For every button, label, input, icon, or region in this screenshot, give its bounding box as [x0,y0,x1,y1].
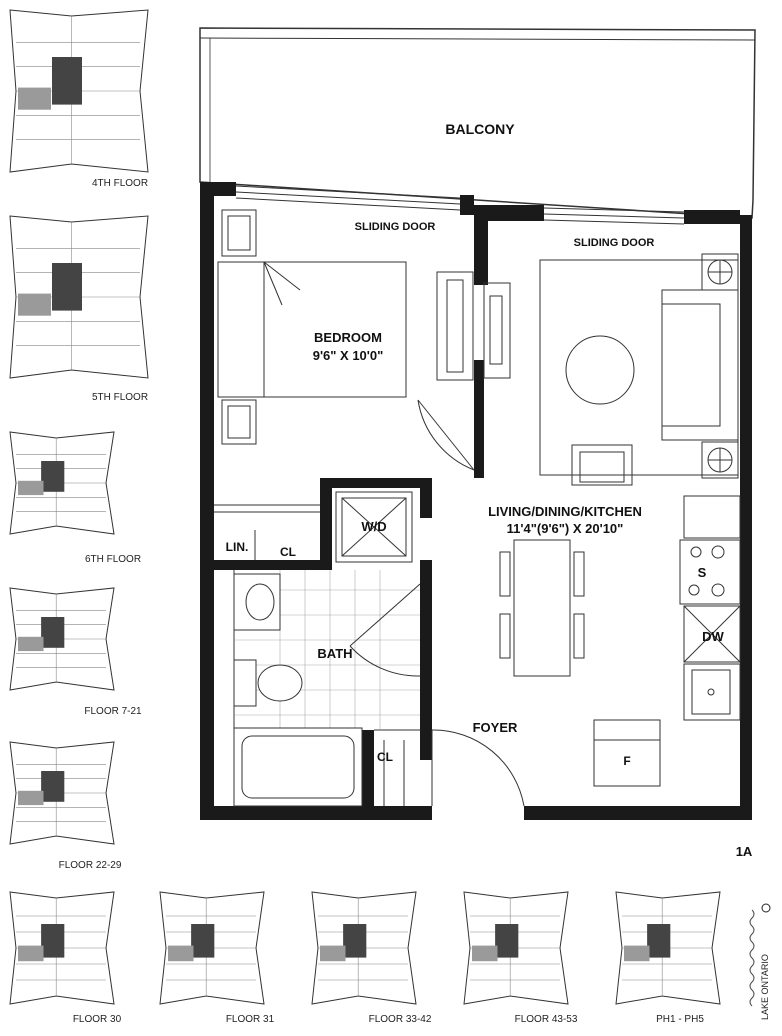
key-plan-label: 5TH FLOOR [92,392,148,403]
balcony [199,27,756,219]
armchair [571,444,633,486]
key-plan-label: PH1 - PH5 [656,1014,704,1025]
nightstand-bottom [221,399,257,445]
sliding-door-label: SLIDING DOOR [574,237,655,249]
bath-door [349,583,421,677]
key-plan-label: FLOOR 7-21 [84,706,142,717]
washer-dryer [335,491,413,563]
living-dimensions: 11'4"(9'6") X 20'10" [507,521,624,536]
unit-code: 1A [736,844,753,859]
sliding-door-label: SLIDING DOOR [355,221,436,233]
lamp-bottom [701,441,739,479]
fridge-label: F [623,754,630,768]
key-plan: FLOOR 22-29 [9,741,122,871]
key-plan: FLOOR 31 [159,891,275,1025]
nightstand-top [221,209,257,257]
key-plan: FLOOR 30 [9,891,122,1025]
living-label: LIVING/DINING/KITCHEN [488,504,642,519]
closet-label: CL [280,545,296,559]
key-plan-label: FLOOR 30 [73,1014,122,1025]
key-plan-label: 6TH FLOOR [85,554,141,565]
key-plan: 4TH FLOOR [9,9,149,189]
key-plan-label: FLOOR 33-42 [369,1014,432,1025]
bedroom-door [417,399,475,471]
kitchen-counter [593,495,741,787]
tv-unit [483,282,511,379]
interior-walls [214,360,484,806]
coffee-table [565,335,635,405]
key-plan: 5TH FLOOR [9,215,149,403]
entry-door [431,729,525,807]
dining-table [499,539,585,677]
key-plan: FLOOR 43-53 [463,891,578,1025]
bathtub [233,727,363,807]
lamp-top [701,253,739,291]
balcony-label: BALCONY [445,121,515,137]
foyer-label: FOYER [473,720,518,735]
key-plan: PH1 - PH5 [615,891,721,1025]
key-plan: 6TH FLOOR [9,431,141,565]
waves-icon: LAKE ONTARIO [749,903,771,1020]
svg-text:LAKE ONTARIO: LAKE ONTARIO [760,954,770,1020]
key-plan: FLOOR 7-21 [9,587,142,717]
living-rug [539,259,739,476]
dishwasher-label: DW [702,629,724,644]
wd-label: W/D [361,519,386,534]
lake-ontario-compass: LAKE ONTARIO [746,900,774,1025]
window-lines [235,185,685,225]
sofa [661,289,739,441]
key-plans: 4TH FLOOR 5TH FLOOR 6TH FLOOR FLOOR 7-21FLO… [9,9,721,1025]
key-plan-label: FLOOR 43-53 [515,1014,578,1025]
vanity [233,573,281,631]
key-plan-label: 4TH FLOOR [92,178,148,189]
key-plan: FLOOR 33-42 [311,891,432,1025]
key-plan-label: FLOOR 31 [226,1014,275,1025]
key-plan-label: FLOOR 22-29 [59,860,122,871]
exterior-walls [200,182,752,820]
bath-label: BATH [317,646,352,661]
bedroom-dimensions: 9'6" X 10'0" [313,348,384,363]
closet-label: CL [377,750,393,764]
dresser [436,271,474,381]
linen-label: LIN. [226,540,249,554]
bed [217,261,407,398]
stove-label: S [698,565,707,580]
toilet [233,659,303,707]
bedroom-label: BEDROOM [314,330,382,345]
